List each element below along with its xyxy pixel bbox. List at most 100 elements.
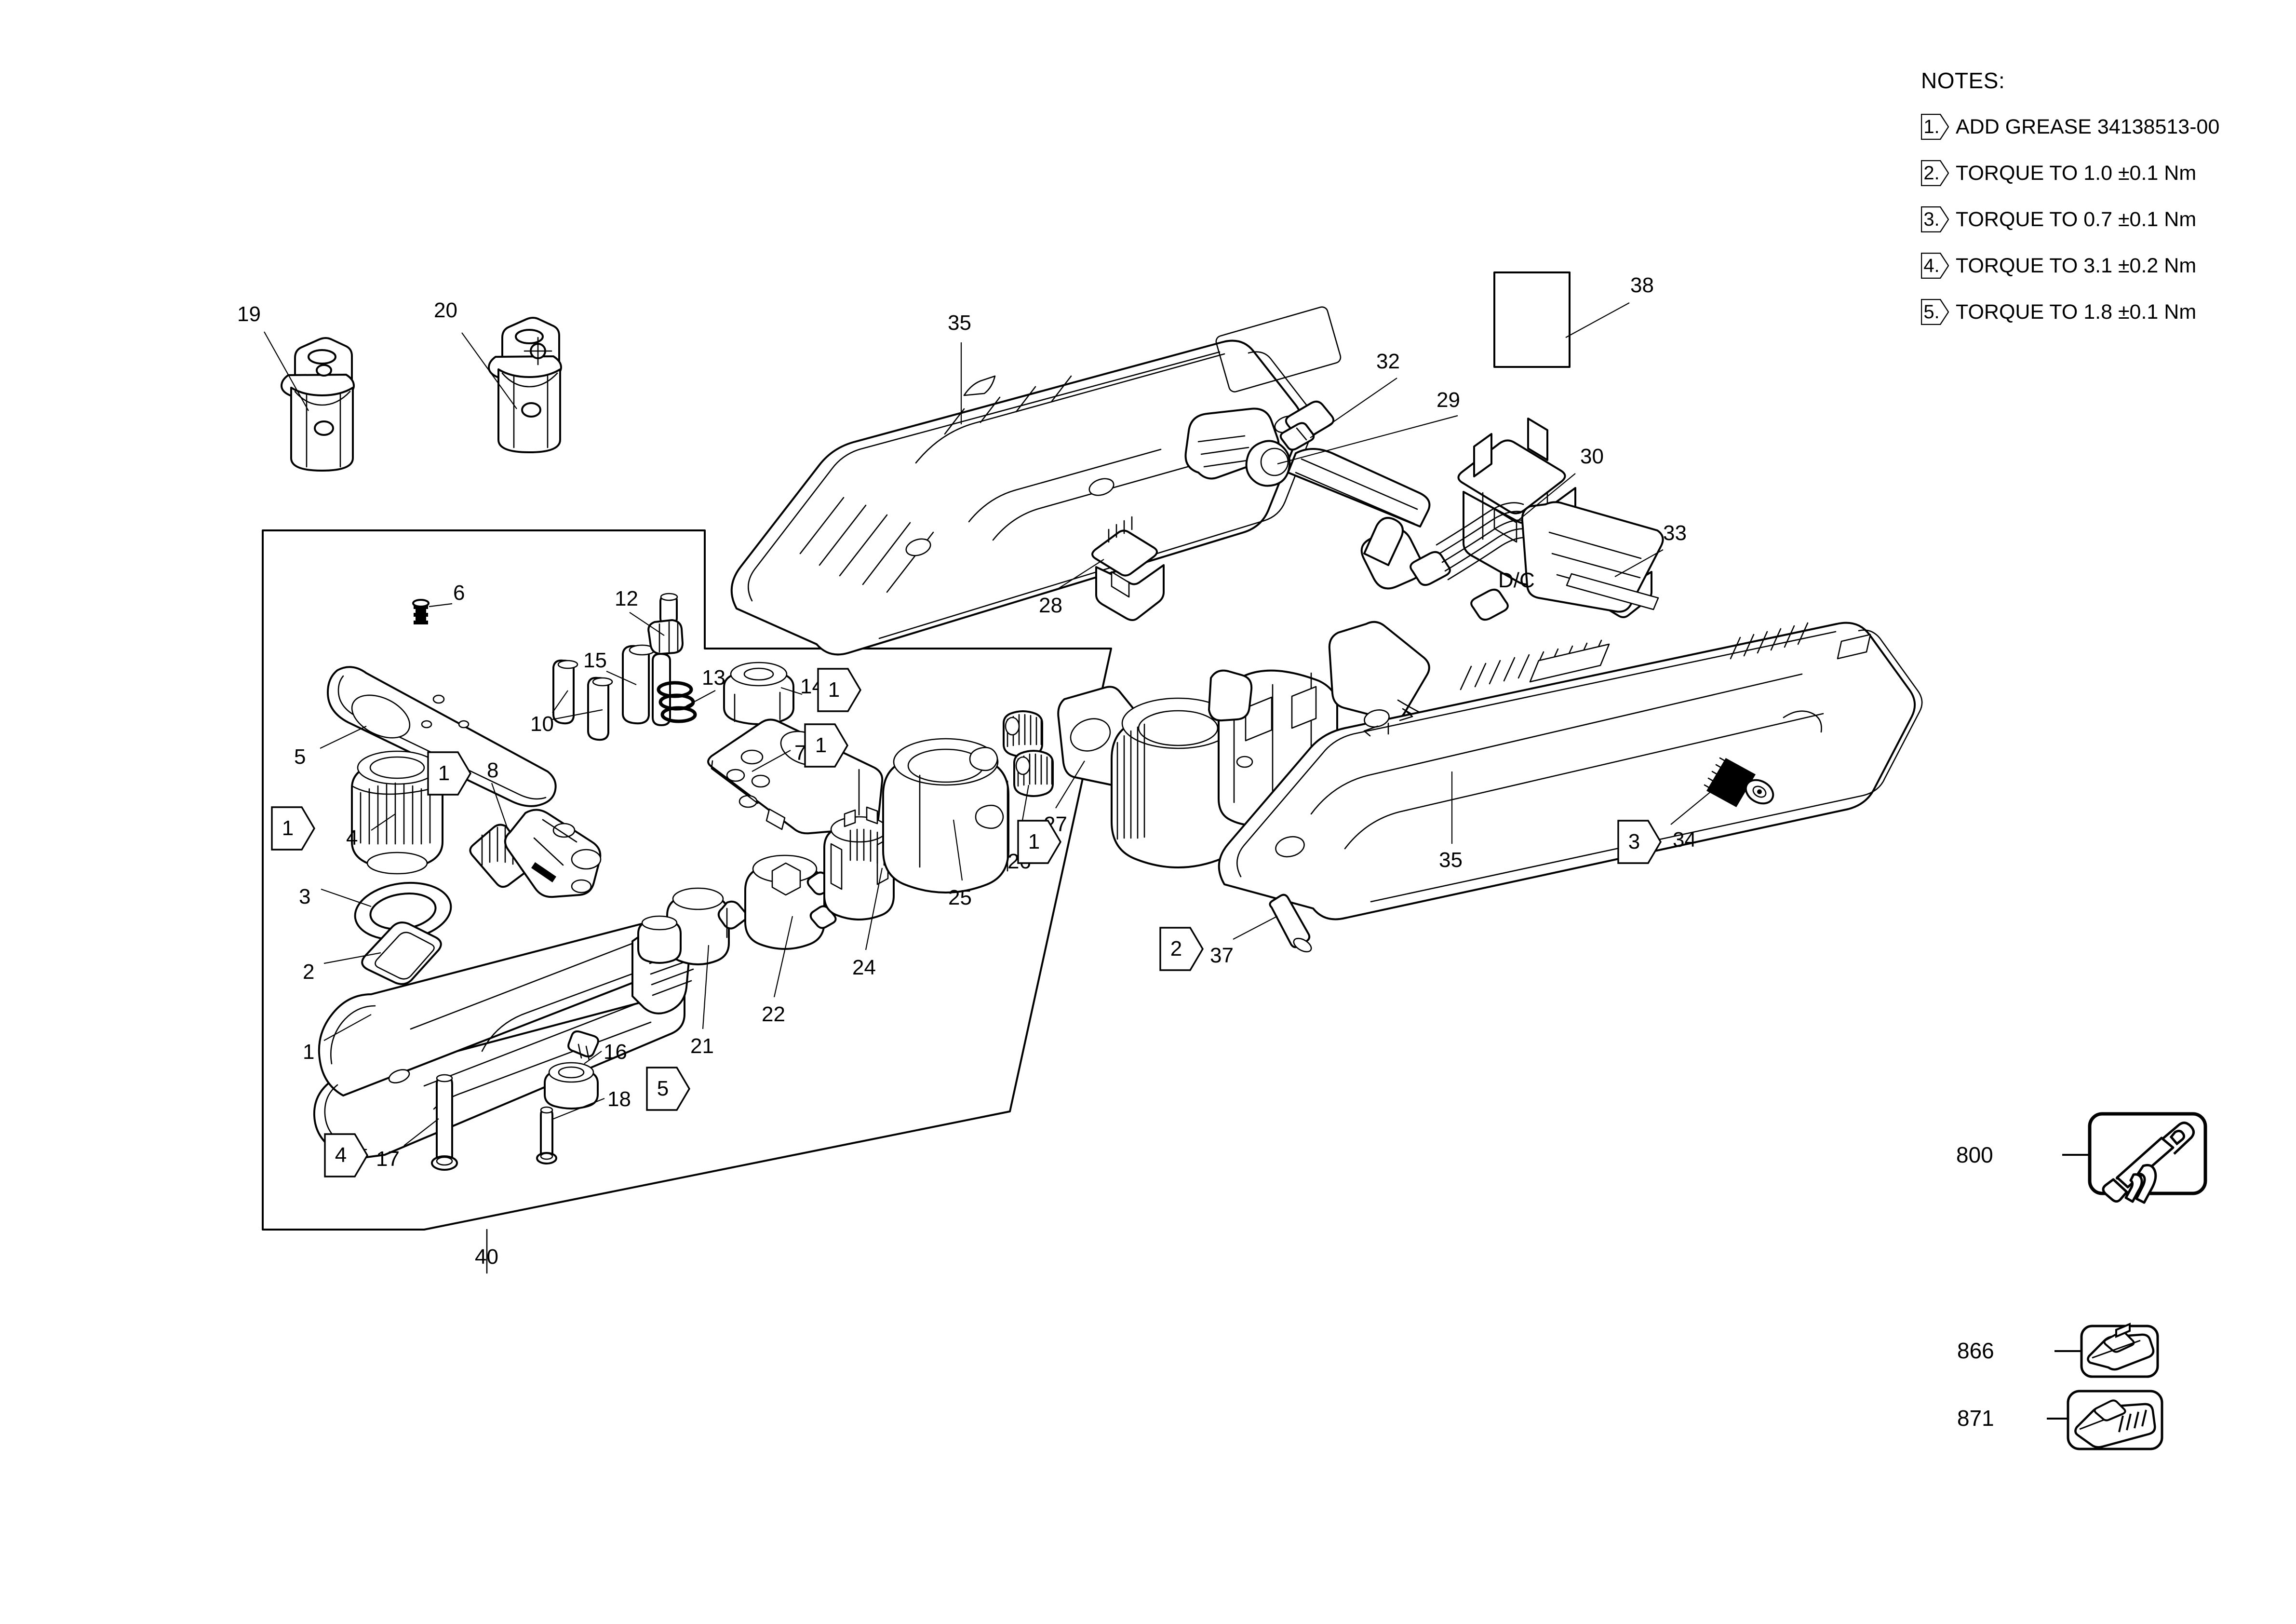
callout-12: 12 <box>615 587 638 610</box>
callout-19: 19 <box>237 302 261 326</box>
callout-30: 30 <box>1580 445 1604 468</box>
callout-17: 17 <box>376 1147 400 1171</box>
note-item-5: 5. TORQUE TO 1.8 ±0.1 Nm <box>1921 299 2268 325</box>
note-flag-1-label: 1. <box>1923 116 1940 137</box>
note-text-5: TORQUE TO 1.8 ±0.1 Nm <box>1956 300 2197 324</box>
part-16-sensor <box>544 1030 599 1110</box>
callout-22: 22 <box>762 1002 785 1026</box>
callout-6: 6 <box>453 581 465 605</box>
accessory-label-800: 800 <box>1956 1142 1993 1167</box>
grease-gun-icon <box>2102 1122 2195 1204</box>
note-flag-5-label: 5. <box>1923 301 1940 323</box>
part-22-carrier <box>744 854 837 950</box>
accessory-871-box <box>2067 1390 2163 1450</box>
assembly-box-40-outline <box>262 529 1112 1274</box>
callout-33: 33 <box>1663 521 1687 545</box>
callout-10: 10 <box>530 712 554 736</box>
callout-28: 28 <box>1039 594 1062 617</box>
note-item-2: 2. TORQUE TO 1.0 ±0.1 Nm <box>1921 160 2268 186</box>
drawing-flag-note-4-label: 4 <box>335 1143 347 1167</box>
part-28-connector-clip <box>1091 516 1165 621</box>
part-20-anvil-adapter <box>488 317 562 453</box>
drawing-flag-note-1-d-label: 1 <box>282 816 294 840</box>
accessory-866-box <box>2080 1322 2159 1378</box>
drawing-flag-note-5: 5 <box>646 1067 690 1111</box>
part-4-knurled-collar <box>351 750 443 875</box>
note-flag-4: 4. <box>1921 253 1949 279</box>
part-14-bushing <box>723 662 794 725</box>
part-21-output-spindle <box>637 887 748 965</box>
brushless-badge <box>1529 643 1610 683</box>
drawing-flag-note-5-label: 5 <box>657 1077 669 1100</box>
note-flag-4-label: 4. <box>1923 255 1940 276</box>
note-flag-3-label: 3. <box>1923 209 1940 230</box>
notes-block: NOTES: 1. ADD GREASE 34138513-00 2. TORQ… <box>1921 68 2268 345</box>
drawing-flag-note-1-a-label: 1 <box>828 678 840 702</box>
callout-2: 2 <box>303 960 315 984</box>
note-item-3: 3. TORQUE TO 0.7 ±0.1 Nm <box>1921 206 2268 232</box>
drawing-flag-note-1-e-label: 1 <box>1028 830 1040 853</box>
callout-13: 13 <box>702 666 725 690</box>
part-35-housing-half-top <box>730 306 1342 656</box>
note-flag-2-label: 2. <box>1923 162 1940 184</box>
part-6-set-screw <box>412 599 430 624</box>
callout-32: 32 <box>1376 350 1400 373</box>
note-item-4: 4. TORQUE TO 3.1 ±0.2 Nm <box>1921 253 2268 279</box>
battery-pack-large-icon <box>2074 1399 2156 1448</box>
callout-25: 25 <box>948 886 972 909</box>
part-15-pin <box>622 644 656 725</box>
drawing-flag-note-1-d: 1 <box>271 806 315 851</box>
date-code-label: D/C <box>1498 568 1535 592</box>
note-text-4: TORQUE TO 3.1 ±0.2 Nm <box>1956 254 2197 277</box>
part-2-gasket <box>361 921 442 985</box>
note-flag-5: 5. <box>1921 299 1949 325</box>
callout-5: 5 <box>294 745 306 769</box>
note-flag-3: 3. <box>1921 206 1949 232</box>
callout-4: 4 <box>346 826 358 850</box>
part-38-nameplate <box>1493 271 1571 368</box>
drawing-flag-note-3: 3 <box>1617 820 1662 864</box>
part-18-short-screw <box>536 1106 557 1164</box>
note-item-1: 1. ADD GREASE 34138513-00 <box>1921 114 2268 140</box>
note-text-2: TORQUE TO 1.0 ±0.1 Nm <box>1956 161 2197 185</box>
part-17-long-screw <box>431 1074 458 1171</box>
callout-8: 8 <box>487 758 499 782</box>
callout-15: 15 <box>583 649 607 672</box>
callout-35-right: 35 <box>1439 848 1463 872</box>
part-5-cover-plate <box>327 666 557 807</box>
part-3-o-ring <box>354 881 452 941</box>
callout-3: 3 <box>299 885 311 908</box>
callout-35-top: 35 <box>948 311 971 335</box>
accessory-800-box <box>2088 1112 2207 1204</box>
accessory-label-871: 871 <box>1957 1406 1994 1431</box>
callout-1: 1 <box>303 1040 315 1064</box>
drawing-flag-note-1-e: 1 <box>1017 820 1061 864</box>
notes-title: NOTES: <box>1921 68 2005 93</box>
callout-18: 18 <box>607 1087 631 1111</box>
callout-16: 16 <box>604 1040 627 1064</box>
drawing-flag-note-3-label: 3 <box>1628 830 1640 853</box>
drawing-flag-note-2: 2 <box>1159 927 1204 971</box>
drawing-flag-note-1-b-label: 1 <box>815 733 827 757</box>
battery-pack-icon <box>2087 1322 2155 1371</box>
callout-29: 29 <box>1437 388 1460 412</box>
part-25-gear-case <box>882 738 1009 893</box>
callout-37: 37 <box>1210 944 1234 967</box>
drawing-flag-note-1-a: 1 <box>817 668 861 712</box>
note-text-1: ADD GREASE 34138513-00 <box>1956 115 2220 138</box>
part-29-led-lens <box>1184 407 1431 528</box>
drawing-flag-note-1-c-label: 1 <box>438 761 450 785</box>
part-10-pins <box>552 659 613 741</box>
note-flag-2: 2. <box>1921 160 1949 186</box>
part-19-anvil-adapter <box>281 337 355 472</box>
part-12-shaft <box>647 593 684 726</box>
callout-40: 40 <box>475 1245 498 1269</box>
part-37-pin <box>1269 893 1312 953</box>
drawing-flag-note-1-b: 1 <box>804 723 848 768</box>
accessory-artwork <box>2047 1112 2207 1450</box>
note-flag-1: 1. <box>1921 114 1949 140</box>
accessory-label-866: 866 <box>1957 1338 1994 1363</box>
callout-21: 21 <box>690 1034 714 1058</box>
